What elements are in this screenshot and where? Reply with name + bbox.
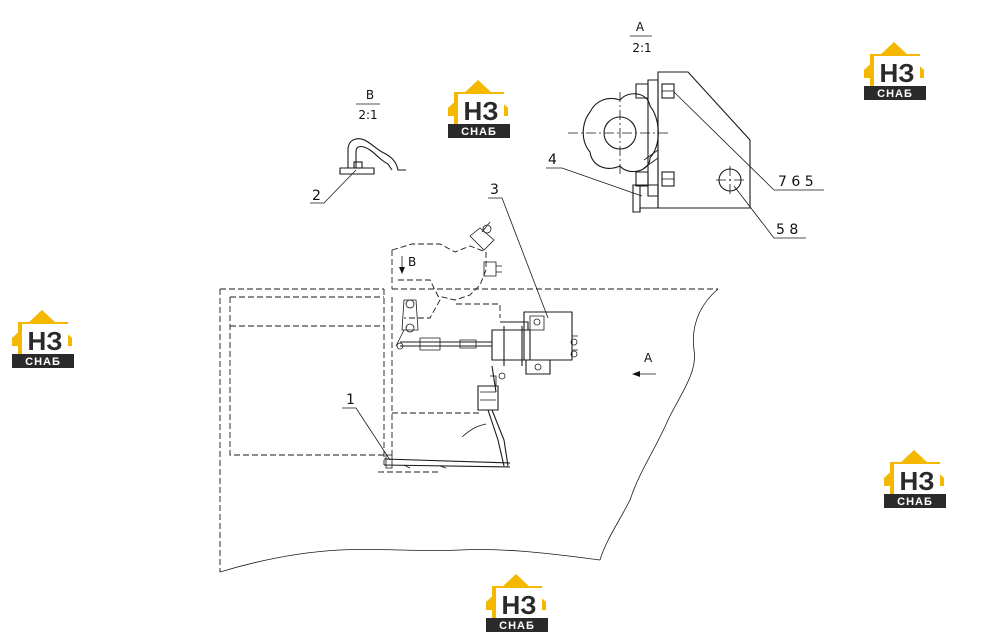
callout-765-label: 7 6 5 [778, 174, 814, 190]
watermark-logo-5: НЗ СНАБ [486, 574, 548, 632]
logo-sub: СНАБ [499, 620, 535, 632]
callout-3: 3 [488, 182, 549, 319]
callout-3-label: 3 [490, 182, 499, 198]
main-assembly-view [219, 221, 719, 573]
view-a-title: A 2:1 [630, 20, 652, 55]
callout-1-label: 1 [346, 392, 355, 408]
logo-letters: НЗ [27, 326, 62, 356]
callout-765: 7 6 5 [673, 91, 824, 191]
view-b-title: B 2:1 [356, 88, 380, 122]
view-a-letter: A [636, 20, 645, 34]
callout-58: 5 8 [733, 185, 806, 239]
section-arrow-b: B [399, 255, 416, 274]
callout-2: 2 [310, 169, 357, 204]
logo-sub: СНАБ [25, 356, 61, 368]
view-a-scale: 2:1 [632, 41, 651, 55]
view-b-scale: 2:1 [358, 108, 377, 122]
watermark-logo-2: НЗ СНАБ [864, 42, 926, 100]
logo-letters: НЗ [899, 466, 934, 496]
watermark-logo-4: НЗ СНАБ [884, 450, 946, 508]
logo-letters: НЗ [501, 590, 536, 620]
callout-2-label: 2 [312, 188, 321, 204]
logo-letters: НЗ [463, 96, 498, 126]
section-arrow-a-label: A [644, 351, 653, 365]
callout-4: 4 [546, 152, 643, 197]
callout-1: 1 [342, 392, 391, 461]
watermark-logo-3: НЗ СНАБ [12, 310, 74, 368]
callout-58-label: 5 8 [776, 222, 798, 238]
section-arrow-b-label: B [408, 255, 416, 269]
logo-sub: СНАБ [897, 496, 933, 508]
logo-sub: СНАБ [877, 88, 913, 100]
logo-sub: СНАБ [461, 126, 497, 138]
view-b-letter: B [366, 88, 374, 102]
watermark-logo-1: НЗ СНАБ [448, 80, 510, 138]
logo-letters: НЗ [879, 58, 914, 88]
view-a-detail [568, 71, 751, 213]
section-arrow-a: A [632, 351, 656, 377]
view-b-detail [339, 138, 406, 175]
callout-4-label: 4 [548, 152, 557, 168]
